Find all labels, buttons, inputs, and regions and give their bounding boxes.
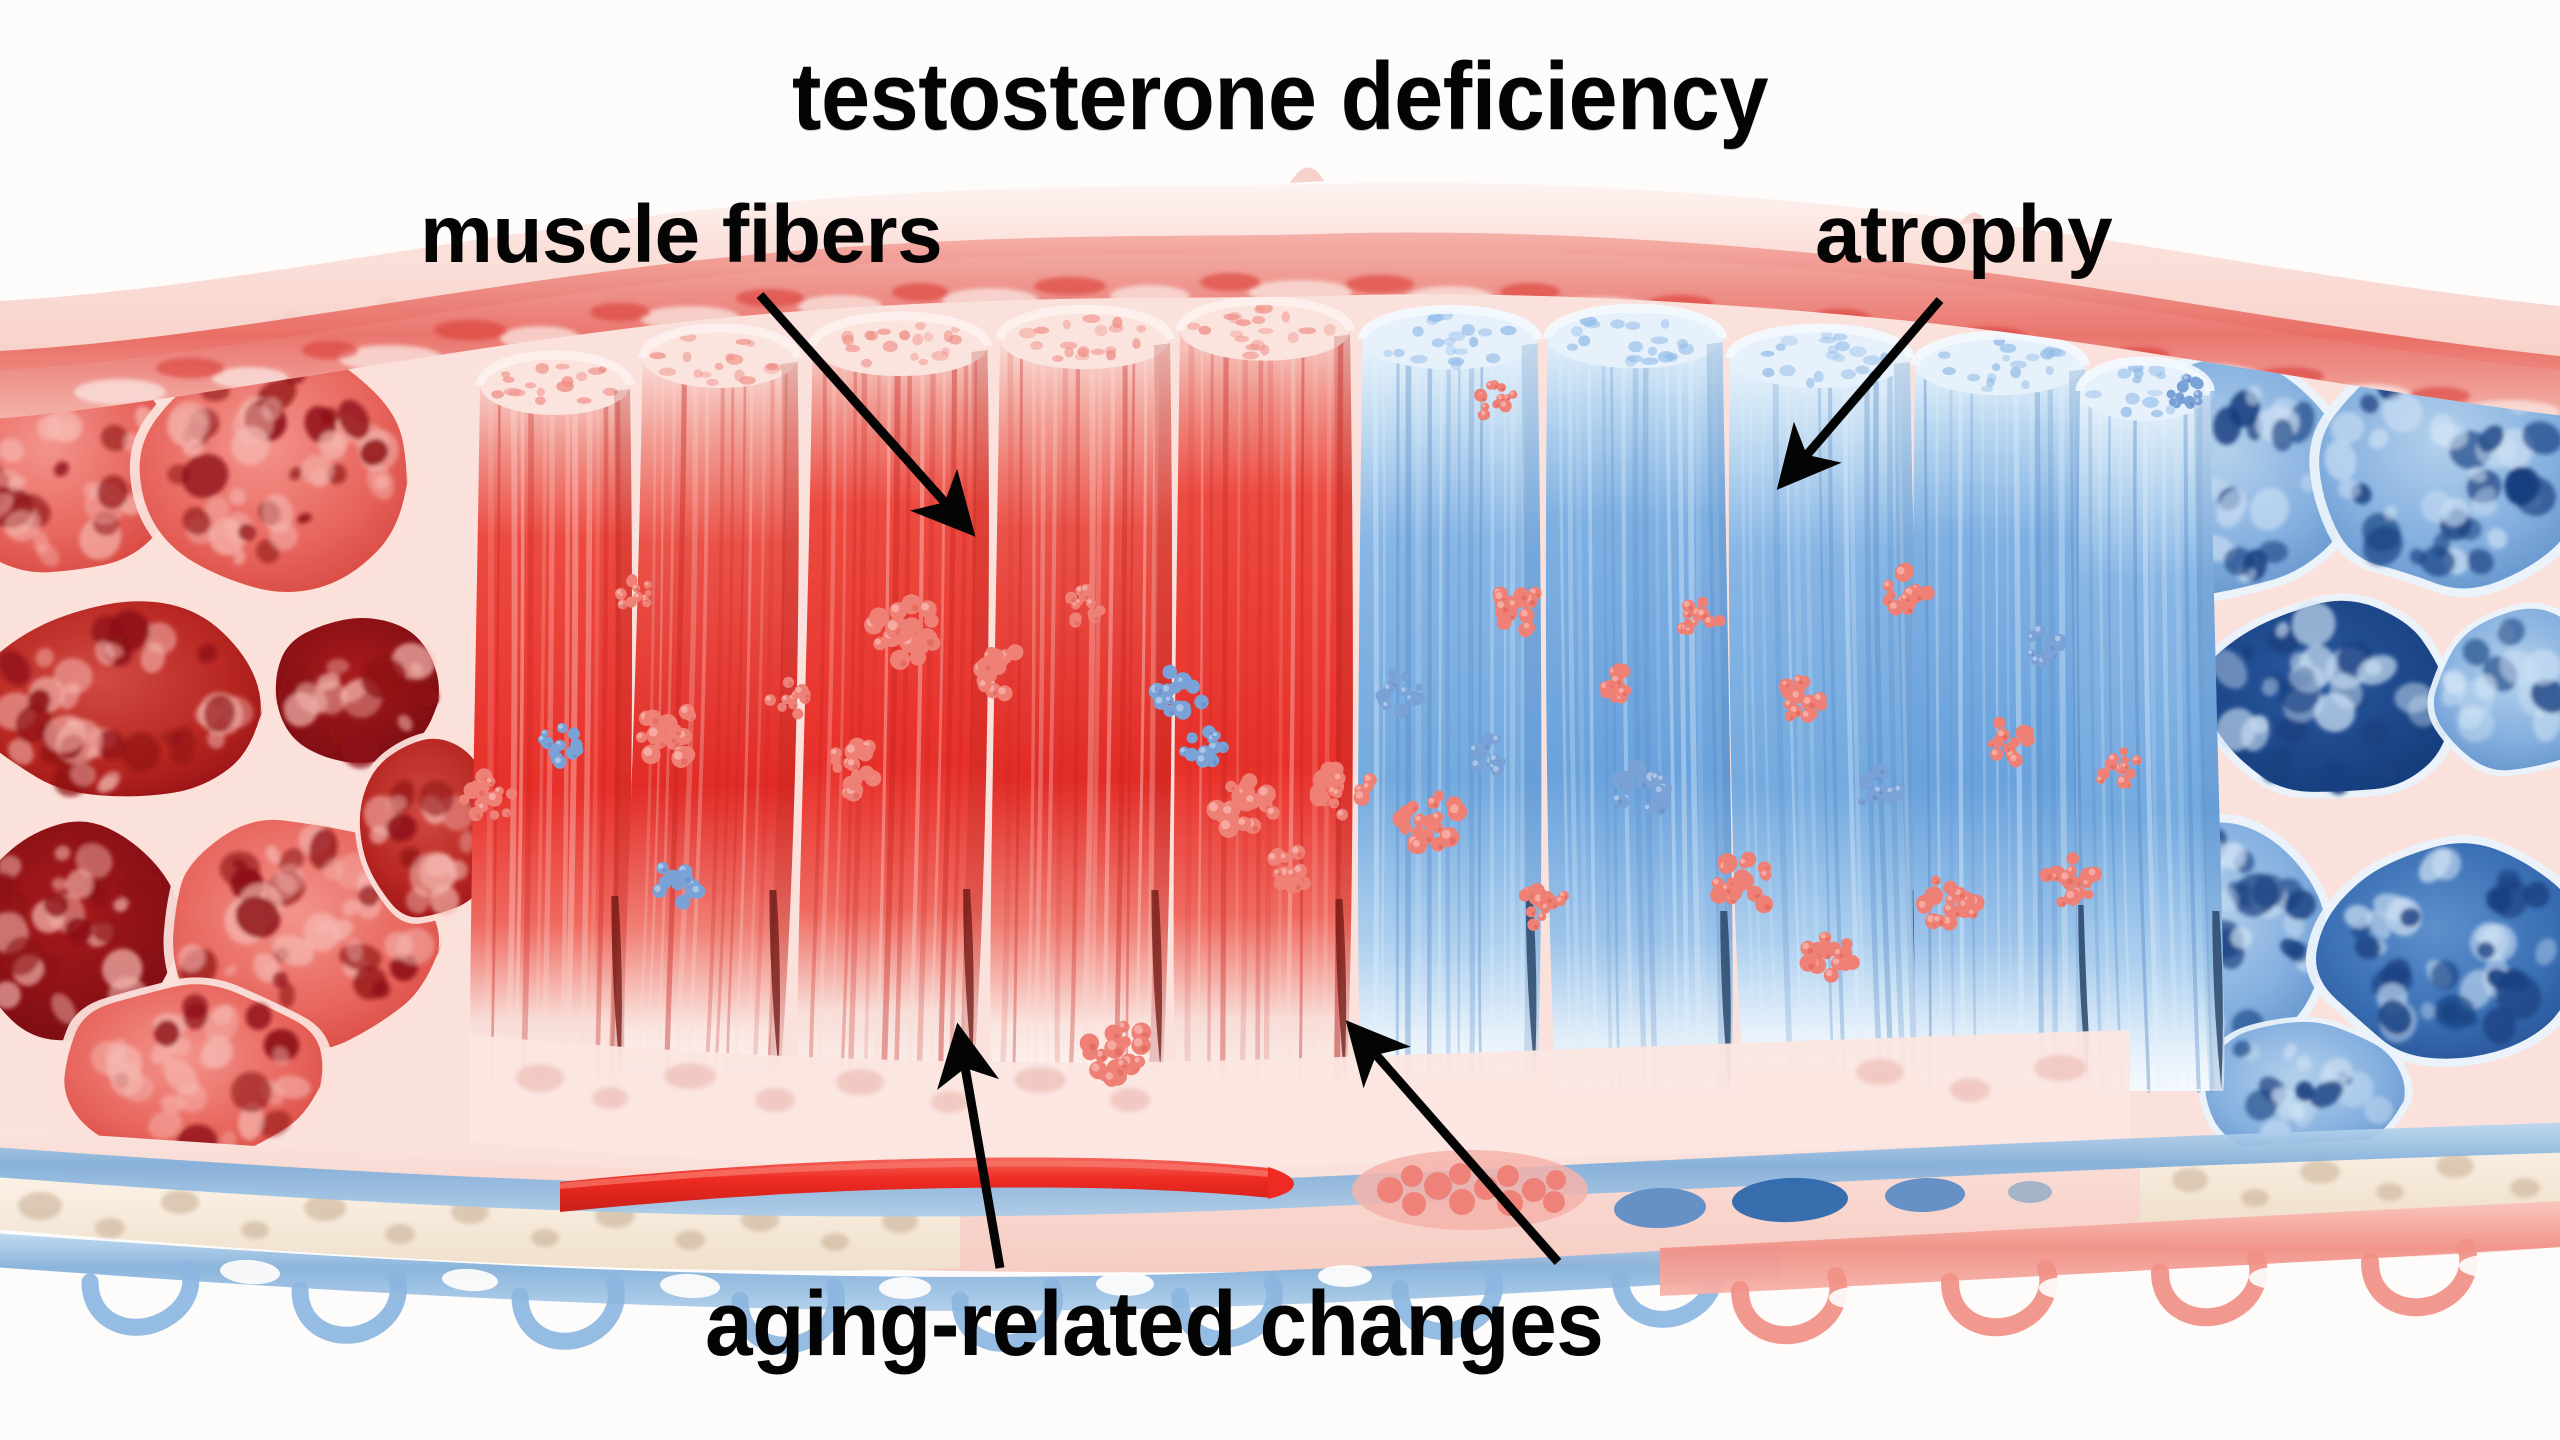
aging-right-arrow bbox=[1345, 1020, 1562, 1265]
granule-cluster bbox=[829, 737, 882, 802]
fiber-profiles bbox=[0, 610, 254, 797]
fascicle bbox=[129, 332, 419, 602]
granule-cluster bbox=[1392, 790, 1467, 855]
atrophic-fiber-bundle bbox=[2075, 356, 2225, 1094]
granule-cluster bbox=[458, 768, 518, 822]
granule-cluster bbox=[2096, 747, 2142, 789]
cut-surface-honeycomb bbox=[1383, 309, 1517, 371]
granule-cluster bbox=[1179, 725, 1229, 768]
granule-cluster bbox=[1676, 596, 1726, 635]
fiber-profiles bbox=[0, 837, 162, 1025]
granule-cluster bbox=[1599, 663, 1632, 704]
granule-cluster bbox=[2027, 624, 2067, 668]
granule-cluster bbox=[1710, 851, 1774, 914]
salmon-connective-right bbox=[1660, 1201, 2560, 1345]
page-title: testosterone deficiency bbox=[792, 43, 1768, 150]
healthy-fiber-bundle bbox=[1173, 296, 1355, 1080]
label-aging-related-changes: aging-related changes bbox=[705, 1273, 1604, 1375]
fascicle bbox=[354, 731, 511, 924]
fascicle bbox=[269, 612, 448, 769]
cut-surface-honeycomb bbox=[1018, 314, 1147, 362]
atrophy-arrow bbox=[1776, 297, 1944, 490]
healthy-fiber-bundle bbox=[797, 311, 992, 1070]
granule-cluster bbox=[1778, 674, 1827, 723]
vessel-cross-profiles bbox=[1614, 1177, 2052, 1229]
muscle-slab-body bbox=[0, 294, 2560, 1262]
label-muscle-fibers: muscle fibers bbox=[420, 189, 943, 280]
granule-cluster bbox=[1987, 716, 2035, 768]
left-fascicle-cross-sections bbox=[0, 332, 511, 1171]
granule-cluster bbox=[2166, 374, 2204, 410]
granule-cluster bbox=[864, 594, 941, 670]
aging-left-arrow bbox=[937, 1022, 1005, 1269]
granule-cluster bbox=[635, 703, 697, 768]
granule-cluster bbox=[764, 676, 811, 720]
granule-cluster bbox=[1518, 883, 1569, 931]
cut-surface-honeycomb bbox=[1760, 329, 1889, 389]
granule-cluster bbox=[2039, 852, 2102, 908]
granule-cluster bbox=[973, 644, 1024, 702]
fiber-profiles bbox=[177, 824, 435, 1008]
healthy-fiber-bundle bbox=[624, 323, 802, 1072]
granule-cluster bbox=[1206, 773, 1280, 838]
fiber-profiles bbox=[2441, 618, 2560, 743]
granule-cluster bbox=[1375, 668, 1426, 718]
granule-cluster bbox=[538, 722, 584, 769]
cut-surface-honeycomb bbox=[649, 332, 783, 386]
fiber-profiles bbox=[278, 642, 440, 769]
granule-cluster bbox=[1492, 586, 1542, 638]
cut-surface-honeycomb bbox=[1187, 303, 1336, 360]
granule-cluster bbox=[652, 862, 706, 910]
fiber-profiles bbox=[2324, 377, 2560, 577]
granule-cluster bbox=[1916, 875, 1985, 931]
fascicle bbox=[0, 593, 275, 804]
granule-cluster bbox=[1065, 583, 1106, 628]
muscle-fibers-arrow bbox=[756, 292, 976, 537]
fascicle bbox=[2427, 602, 2560, 777]
fiber-profiles bbox=[90, 994, 312, 1162]
granule-cluster bbox=[1474, 380, 1518, 421]
cut-surface-honeycomb bbox=[841, 322, 962, 368]
cut-surface-honeycomb bbox=[1566, 316, 1694, 367]
granule-cluster-layer bbox=[458, 374, 2204, 1087]
label-atrophy: atrophy bbox=[1815, 189, 2113, 280]
deep-fascia-layers bbox=[0, 1122, 2560, 1354]
granule-cluster bbox=[1148, 664, 1209, 720]
venous-vessel-band-lower bbox=[0, 1233, 1780, 1354]
cut-surface-honeycomb bbox=[1938, 334, 2067, 392]
granule-cluster bbox=[614, 574, 652, 610]
fiber-profiles bbox=[2344, 847, 2557, 1044]
granule-cluster bbox=[1612, 759, 1673, 816]
granule-cluster bbox=[1267, 844, 1311, 894]
fascicle bbox=[2305, 835, 2560, 1067]
endomysium-band bbox=[470, 1030, 2130, 1171]
fiber-profiles bbox=[363, 780, 475, 916]
granule-cluster bbox=[1858, 763, 1905, 806]
fiber-striations bbox=[1184, 336, 1344, 1080]
artery-vessel bbox=[559, 1157, 1294, 1212]
fascicle bbox=[2189, 593, 2462, 799]
cut-surface-honeycomb bbox=[491, 363, 618, 406]
granule-cluster bbox=[1309, 761, 1377, 821]
granule-cluster bbox=[1799, 931, 1860, 983]
adipose-specks-right bbox=[2172, 1154, 2540, 1207]
granule-cluster bbox=[1079, 1020, 1152, 1087]
fiber-profiles bbox=[2211, 601, 2440, 795]
fascicle bbox=[54, 977, 335, 1171]
granule-cluster bbox=[1882, 562, 1935, 616]
granular-nodule-bottom bbox=[1352, 1150, 1588, 1230]
granule-cluster bbox=[1469, 732, 1507, 778]
